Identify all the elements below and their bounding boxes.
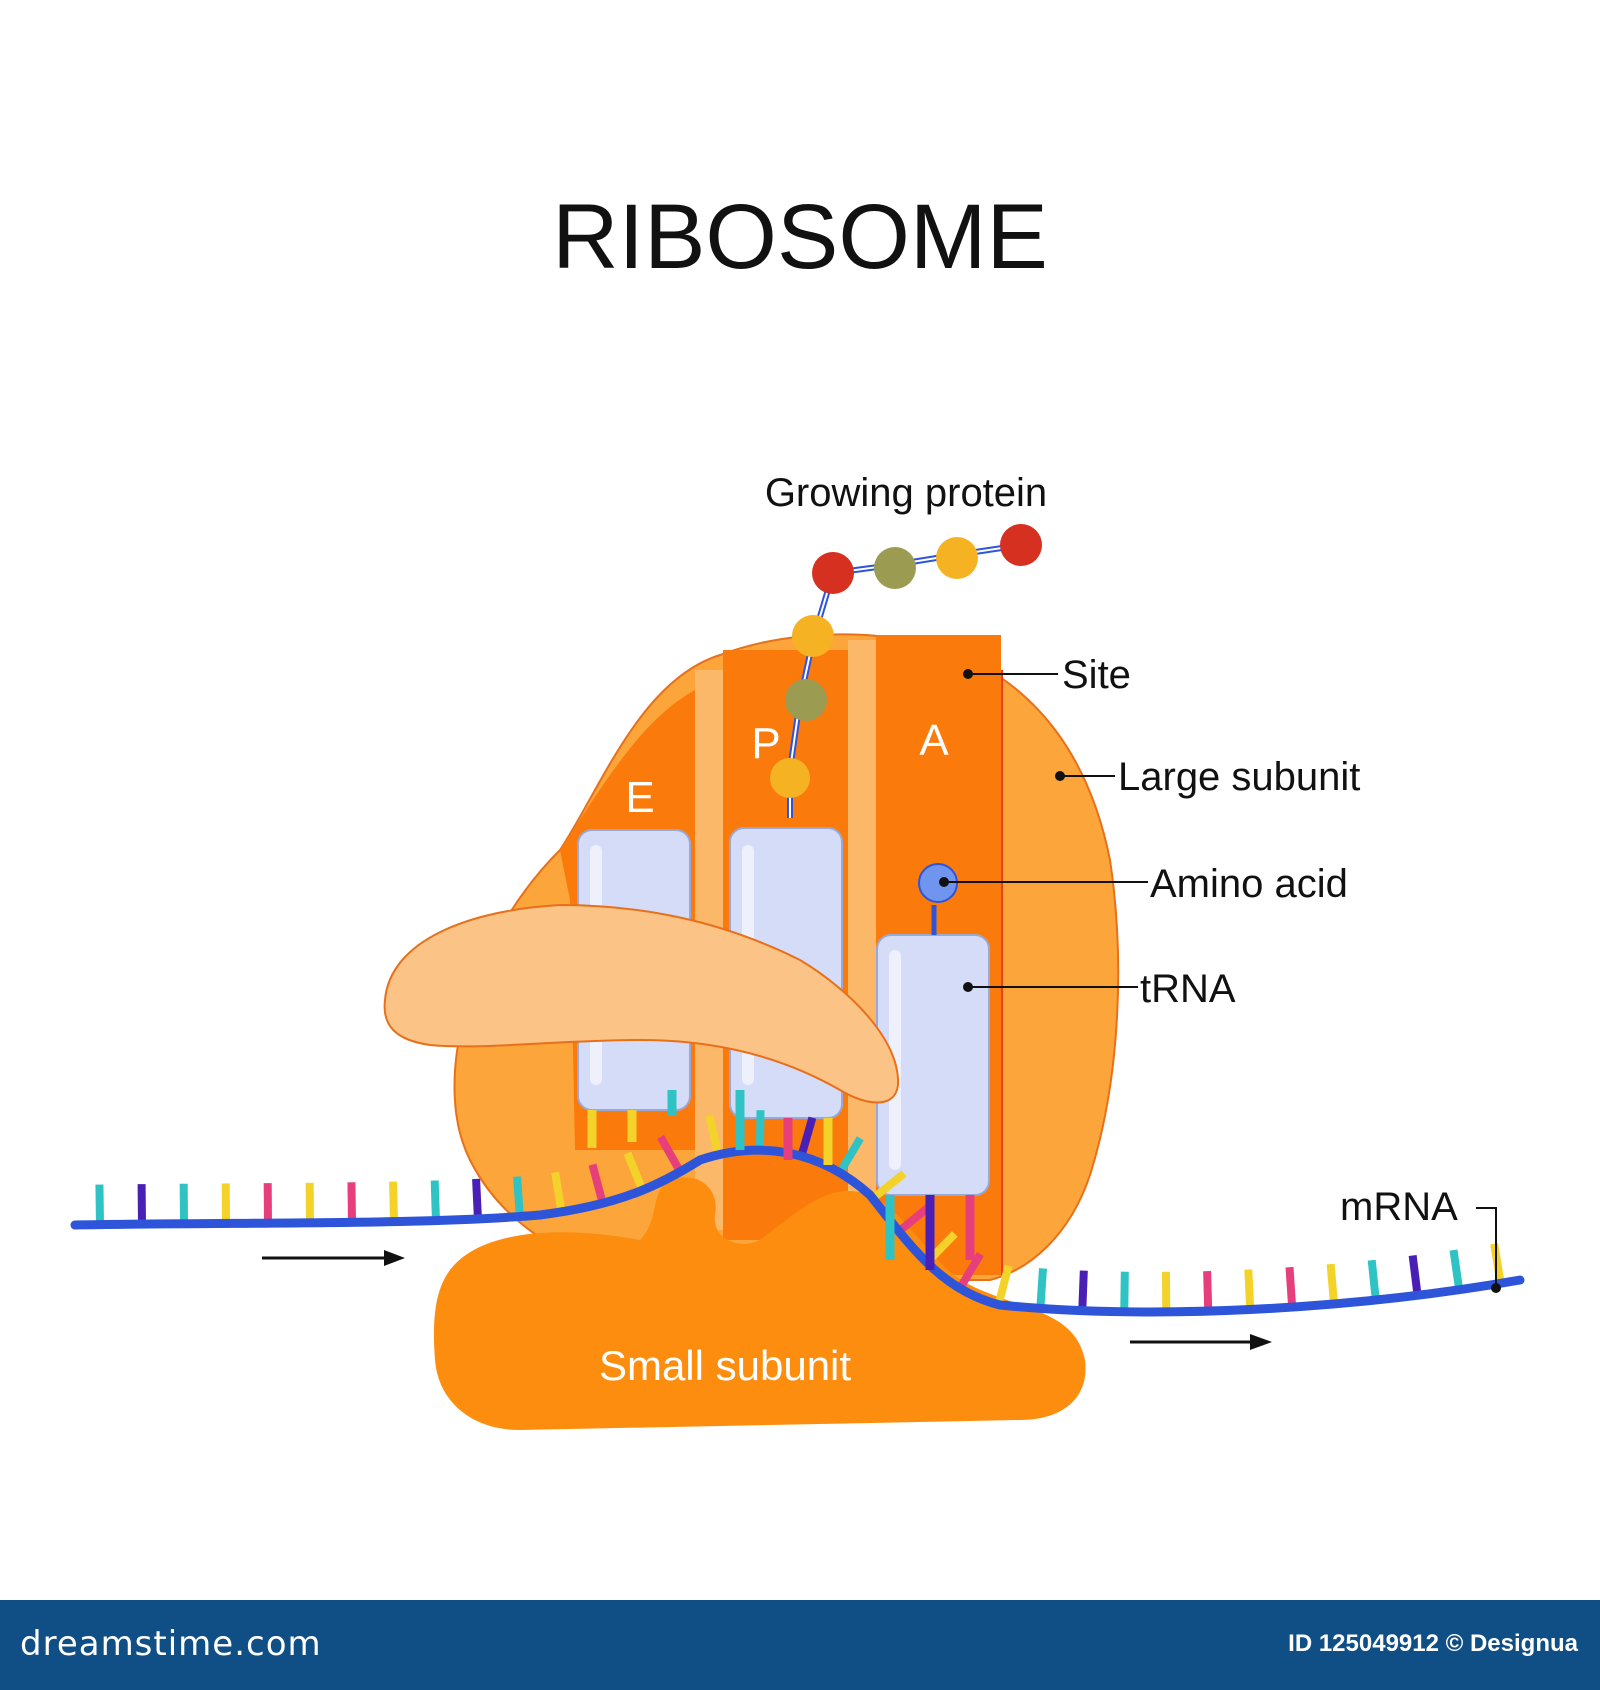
- nucleotide: [430, 1180, 440, 1221]
- nucleotide: [472, 1178, 482, 1220]
- site-letter-e: E: [625, 773, 654, 822]
- amino-acid-bead: [936, 537, 978, 579]
- label-site: Site: [1062, 653, 1131, 697]
- mrna-nucleotides: [95, 1110, 1505, 1312]
- nucleotide: [1120, 1271, 1129, 1312]
- nucleotide: [1408, 1255, 1422, 1296]
- trna-anticodons: [587, 1090, 975, 1270]
- amino-acid-bead: [812, 552, 854, 594]
- amino-acid-bead: [1000, 524, 1042, 566]
- nucleotide: [1036, 1268, 1047, 1309]
- nucleotide: [755, 1110, 765, 1151]
- nucleotide: [1244, 1269, 1255, 1310]
- amino-acid-bead: [770, 758, 810, 798]
- nucleotide: [705, 1114, 723, 1156]
- label-trna: tRNA: [1140, 967, 1236, 1011]
- nucleotide: [95, 1184, 104, 1225]
- footer-credit: ID 125049912 © Designua: [1288, 1630, 1578, 1657]
- nucleotide: [513, 1176, 524, 1217]
- nucleotide: [836, 1136, 864, 1175]
- amino-acid-bead: [785, 679, 827, 721]
- label-large-subunit: Large subunit: [1118, 755, 1360, 799]
- footer-brand[interactable]: dreamstime.com: [20, 1624, 322, 1664]
- mrna-strand: [70, 1145, 1525, 1317]
- nucleotide: [1326, 1263, 1339, 1305]
- nucleotide: [588, 1163, 607, 1205]
- nucleotide: [797, 1116, 817, 1158]
- small-subunit: [433, 1177, 1086, 1430]
- nucleotide: [994, 1264, 1013, 1306]
- growing-protein-chain: [770, 524, 1042, 818]
- nucleotide: [896, 1202, 933, 1235]
- page-title: RIBOSOME: [552, 186, 1048, 288]
- nucleotide: [551, 1171, 566, 1213]
- amino-acid-bead: [874, 547, 916, 589]
- label-growing-protein: Growing protein: [765, 471, 1047, 515]
- nucleotide: [1449, 1249, 1464, 1291]
- nucleotide: [956, 1252, 984, 1291]
- nucleotide: [389, 1181, 398, 1222]
- footer-bar: dreamstime.com ID 125049912 © Designua: [0, 1600, 1600, 1690]
- nucleotide: [1078, 1270, 1088, 1311]
- direction-arrow-left: [262, 1250, 405, 1266]
- label-mrna: mRNA: [1340, 1185, 1458, 1229]
- direction-arrow-right: [1130, 1334, 1272, 1350]
- site-letter-p: P: [751, 719, 780, 768]
- small-subunit-label: Small subunit: [599, 1342, 851, 1389]
- small-subunit-cap: [383, 903, 900, 1104]
- label-amino-acid: Amino acid: [1150, 862, 1348, 906]
- nucleotide: [347, 1182, 356, 1223]
- nucleotide: [1203, 1270, 1213, 1312]
- amino-acid-bead: [792, 615, 834, 657]
- nucleotide: [1367, 1259, 1380, 1301]
- site-letter-a: A: [919, 716, 949, 765]
- nucleotide: [870, 1170, 907, 1202]
- nucleotide: [1285, 1266, 1297, 1308]
- callout-lines: [946, 673, 1497, 1286]
- nucleotide: [657, 1135, 684, 1174]
- nucleotide: [623, 1151, 647, 1192]
